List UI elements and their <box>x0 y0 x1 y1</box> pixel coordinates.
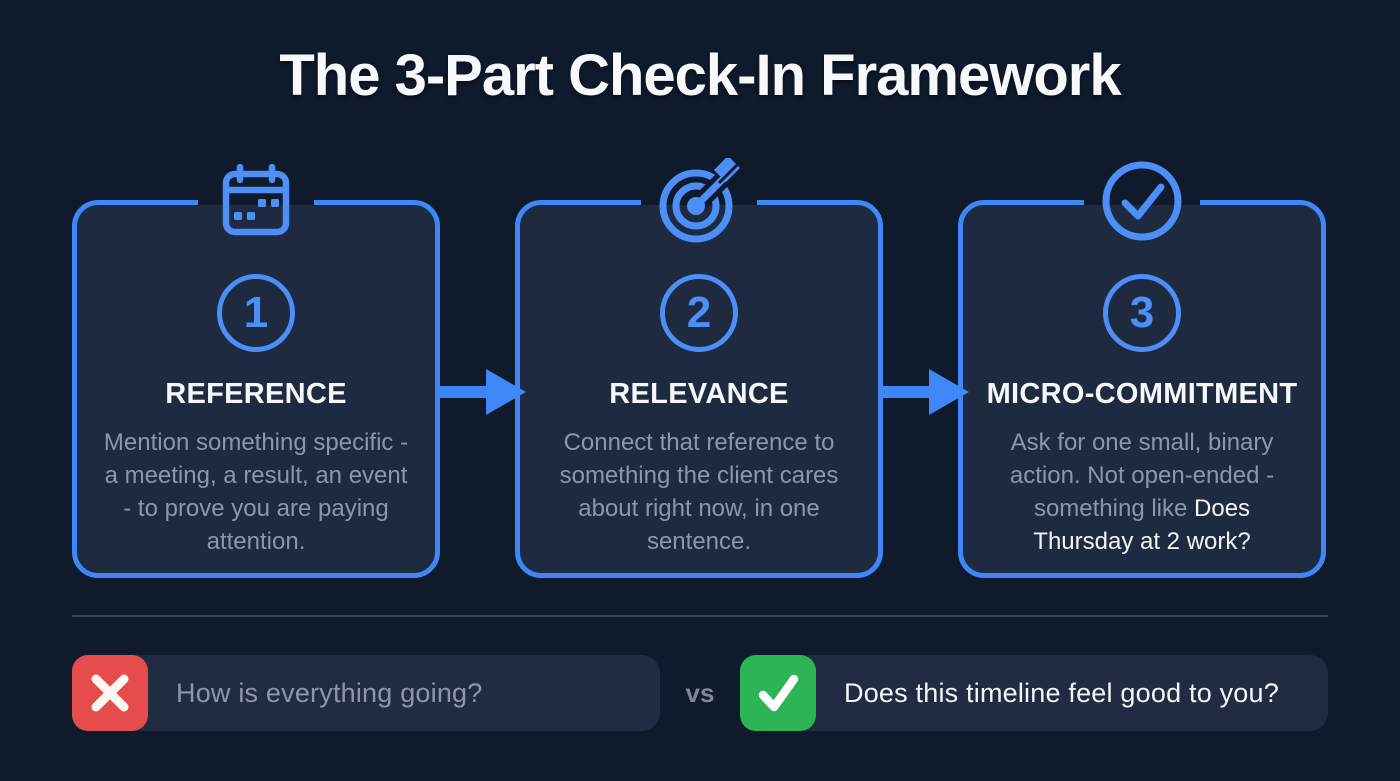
check-circle-icon <box>1099 158 1185 244</box>
step-number-badge: 1 <box>217 274 295 352</box>
divider <box>72 615 1328 617</box>
bad-example-text: How is everything going? <box>176 677 483 708</box>
vs-label: vs <box>685 678 715 708</box>
check-icon <box>740 655 816 731</box>
step-number-badge: 2 <box>660 274 738 352</box>
good-example-text: Does this timeline feel good to you? <box>844 677 1279 708</box>
step-description: Connect that reference to something the … <box>559 429 839 555</box>
step-number-badge: 3 <box>1103 274 1181 352</box>
arrow-right-icon <box>436 369 526 415</box>
arrow-right-icon <box>879 369 969 415</box>
step-title: MICRO-COMMITMENT <box>986 378 1298 410</box>
step-card-micro-commitment: 3 MICRO-COMMITMENT Ask for one small, bi… <box>958 161 1326 578</box>
step-card-reference: 1 REFERENCE Mention something specific -… <box>72 163 440 578</box>
good-example-pill: Does this timeline feel good to you? <box>740 655 1328 731</box>
step-title: REFERENCE <box>165 378 347 410</box>
x-icon <box>72 655 148 731</box>
step-description: Ask for one small, binary action. Not op… <box>1009 429 1275 555</box>
calendar-icon <box>213 158 299 244</box>
page-title: The 3-Part Check-In Framework <box>279 43 1121 108</box>
border-gap <box>198 200 314 205</box>
step-description: Mention something specific - a meeting, … <box>103 429 409 555</box>
target-icon <box>656 158 742 244</box>
step-title: RELEVANCE <box>609 378 789 410</box>
border-gap <box>1084 200 1200 205</box>
step-card-relevance: 2 RELEVANCE Connect that reference to so… <box>515 158 883 578</box>
bad-example-pill: How is everything going? <box>72 655 660 731</box>
